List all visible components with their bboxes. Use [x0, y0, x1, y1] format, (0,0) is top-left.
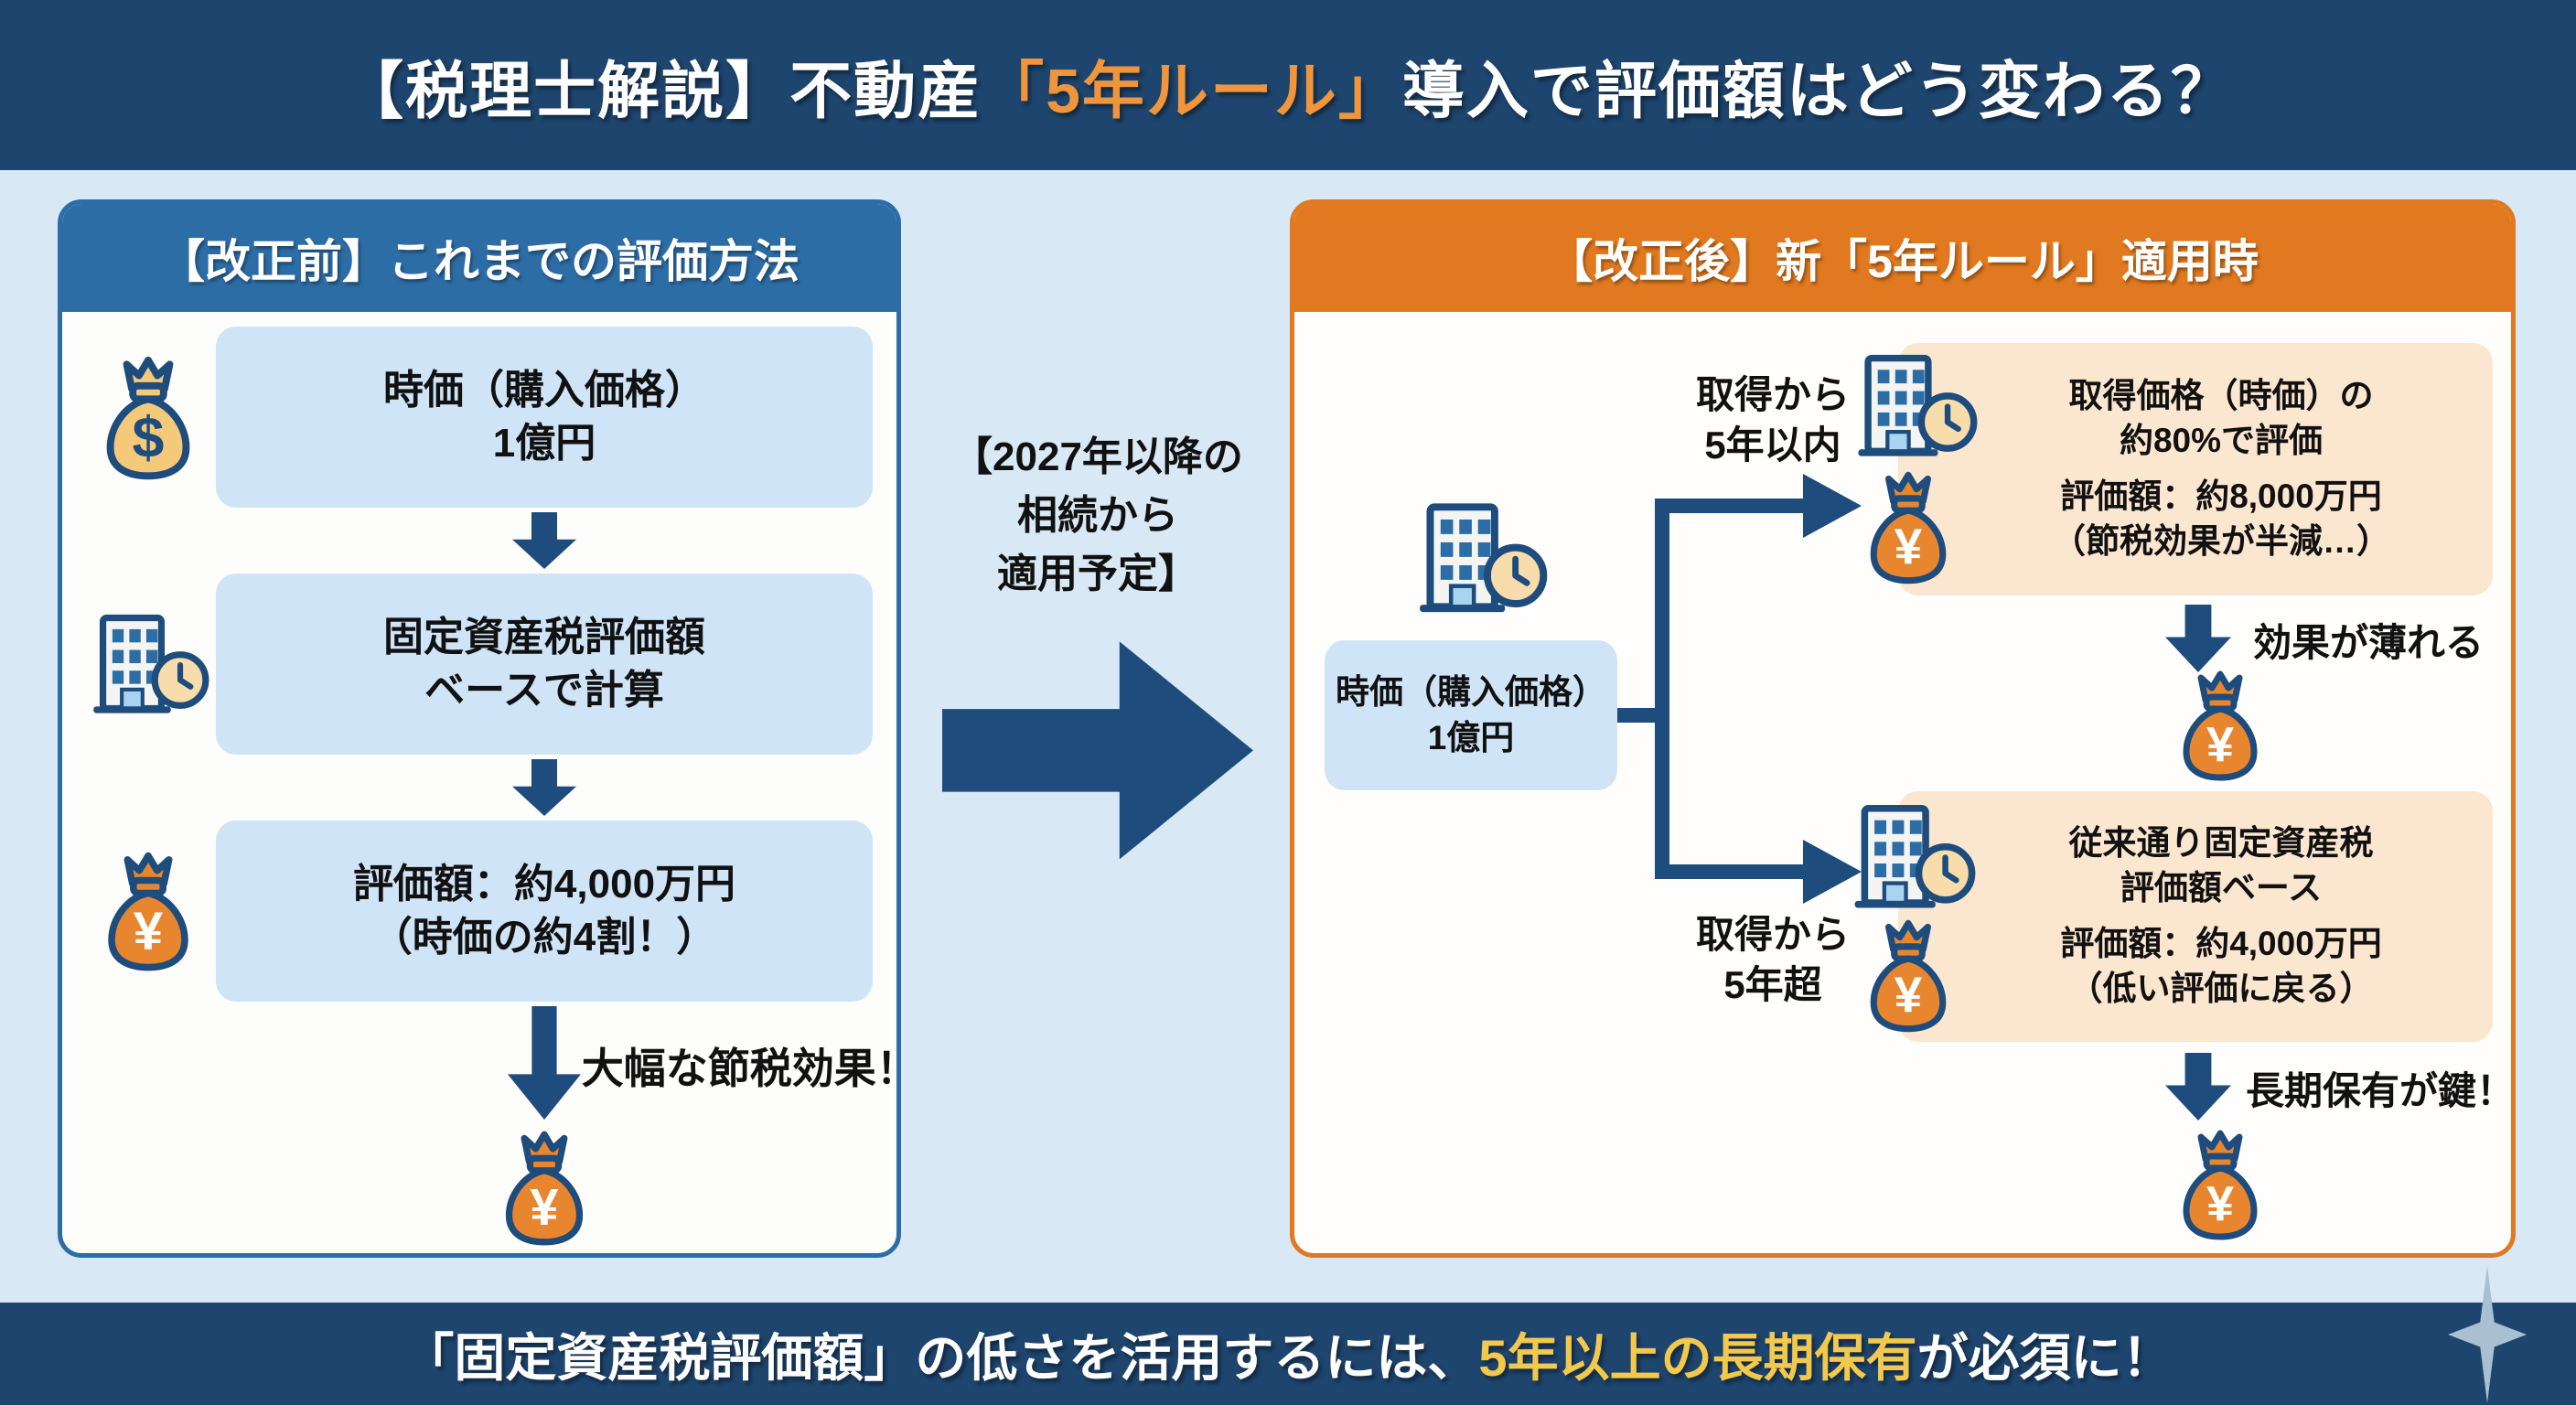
source-price-line1: 時価（購入価格） [1336, 673, 1606, 712]
money-bag-dollar-icon: $ [86, 354, 210, 481]
over5-line4: （低い評価に戻る） [2068, 969, 2374, 1007]
right-arrowhead-icon [1803, 474, 1862, 538]
within-5-years-box: 取得価格（時価）の 約80%で評価 評価額：約8,000万円 （節税効果が半減…… [1898, 343, 2493, 595]
money-bag-yen-icon: ¥ [497, 1129, 592, 1251]
source-price-box: 時価（購入価格） 1億円 [1325, 640, 1617, 790]
svg-text:¥: ¥ [1894, 518, 1923, 574]
big-right-arrow-icon [942, 641, 1253, 860]
transition-line3: 適用予定】 [997, 551, 1198, 596]
before-panel: 【改正前】これまでの評価方法 $ 時価（購入価格） 1億円 固定資産 [58, 199, 901, 1258]
building-clock-icon [86, 605, 210, 724]
over-5-years-box: 従来通り固定資産税 評価額ベース 評価額：約4,000万円 （低い評価に戻る） [1898, 791, 2493, 1042]
after-panel-header: 【改正後】新「5年ルール」適用時 [1294, 204, 2511, 312]
footer-highlight: 5年以上の長期保有 [1478, 1328, 1917, 1387]
savings-label: 大幅な節税効果！ [581, 1045, 901, 1093]
source-price-line2: 1億円 [1427, 719, 1515, 756]
over5-line1: 従来通り固定資産税 [2068, 824, 2374, 863]
building-clock-icon [1847, 800, 1977, 917]
flow-arrow-row [86, 512, 873, 569]
within5-line1: 取得価格（時価）の [2068, 377, 2374, 415]
svg-text:¥: ¥ [530, 1178, 558, 1236]
connector-stub [1617, 708, 1663, 723]
title-part1: 【税理士解説】不動産 [341, 56, 982, 126]
footer-part2: が必須に！ [1916, 1328, 2174, 1387]
flow-arrow-row [86, 759, 873, 816]
step-assessed-value: ¥ 評価額：約4,000万円 （時価の約4割！） [86, 820, 873, 1002]
svg-text:$: $ [133, 406, 165, 470]
connector-top-shaft [1655, 499, 1809, 513]
branch-top-label: 取得から 5年以内 [1668, 370, 1878, 470]
tax-base-box: 固定資産税評価額 ベースで計算 [216, 574, 873, 755]
within5-line3: 評価額：約8,000万円 [2060, 477, 2382, 515]
money-bag-yen-icon: ¥ [1862, 469, 1955, 590]
transition-note: 【2027年以降の 相続から 適用予定】 [915, 428, 1281, 860]
money-bag-yen-icon: ¥ [86, 850, 210, 972]
assessed-value-line2: （時価の約4割！） [371, 915, 717, 960]
branch-bottom-label-line2: 5年超 [1723, 962, 1822, 1006]
connector-vertical [1655, 499, 1669, 879]
down-arrow-icon [512, 512, 576, 569]
down-arrow-icon [512, 759, 576, 816]
market-price-box: 時価（購入価格） 1億円 [216, 327, 873, 508]
branch-top-label-line2: 5年以内 [1704, 423, 1841, 467]
title-highlight: 「5年ルール」 [982, 56, 1402, 126]
branch-bottom-label: 取得から 5年超 [1668, 910, 1878, 1010]
svg-text:¥: ¥ [1894, 966, 1923, 1023]
down-arrow-icon [508, 1006, 581, 1120]
result-bag-row: ¥ [86, 1129, 873, 1251]
footer-part1: 「固定資産税評価額」の低さを活用するには、 [402, 1328, 1479, 1387]
building-clock-icon [1851, 350, 1979, 466]
long-term-key-label: 長期保有が鍵！ [2246, 1069, 2516, 1112]
after-panel: 【改正後】新「5年ルール」適用時 時価（購入価格） 1億円 取得から 5年以内 … [1290, 199, 2516, 1258]
over5-line3: 評価額：約4,000万円 [2060, 925, 2382, 962]
tax-base-line1: 固定資産税評価額 [383, 614, 705, 660]
tax-base-line2: ベースで計算 [424, 668, 664, 713]
money-bag-yen-icon: ¥ [2174, 669, 2266, 787]
svg-text:¥: ¥ [2206, 717, 2234, 772]
branch-bottom-label-line1: 取得から [1695, 913, 1850, 956]
footer-bar: 「固定資産税評価額」の低さを活用するには、 5年以上の長期保有 が必須に！ [0, 1303, 2576, 1405]
money-bag-yen-icon: ¥ [2174, 1128, 2266, 1246]
savings-arrow-row: 大幅な節税効果！ [86, 1006, 896, 1120]
down-arrow-icon [2165, 605, 2231, 672]
transition-line1: 【2027年以降の [952, 434, 1243, 479]
transition-line2: 相続から [1017, 492, 1178, 538]
money-bag-yen-icon: ¥ [1862, 917, 1955, 1038]
svg-text:¥: ¥ [134, 902, 164, 961]
market-price-line1: 時価（購入価格） [383, 367, 705, 413]
down-arrow-icon [2165, 1053, 2231, 1121]
assessed-value-box: 評価額：約4,000万円 （時価の約4割！） [216, 820, 873, 1002]
connector-bottom-shaft [1655, 864, 1809, 879]
fading-effect-label: 効果が薄れる [2253, 621, 2485, 664]
market-price-line2: 1億円 [492, 421, 596, 466]
building-clock-icon [1411, 499, 1549, 622]
svg-text:¥: ¥ [2206, 1176, 2234, 1231]
assessed-value-line1: 評価額：約4,000万円 [352, 861, 736, 906]
over5-line2: 評価額ベース [2120, 869, 2323, 907]
before-panel-header: 【改正前】これまでの評価方法 [62, 204, 896, 312]
step-market-price: $ 時価（購入価格） 1億円 [86, 327, 873, 508]
within5-line2: 約80%で評価 [2119, 422, 2324, 460]
branch-top-label-line1: 取得から [1695, 373, 1850, 416]
title-part2: 導入で評価額はどう変わる？ [1401, 56, 2235, 126]
step-tax-base: 固定資産税評価額 ベースで計算 [86, 574, 873, 755]
title-bar: 【税理士解説】不動産 「5年ルール」 導入で評価額はどう変わる？ [0, 0, 2576, 170]
within5-line4: （節税効果が半減…） [2052, 521, 2390, 560]
before-panel-body: $ 時価（購入価格） 1億円 固定資産税評価額 ベースで計算 [62, 312, 896, 1256]
